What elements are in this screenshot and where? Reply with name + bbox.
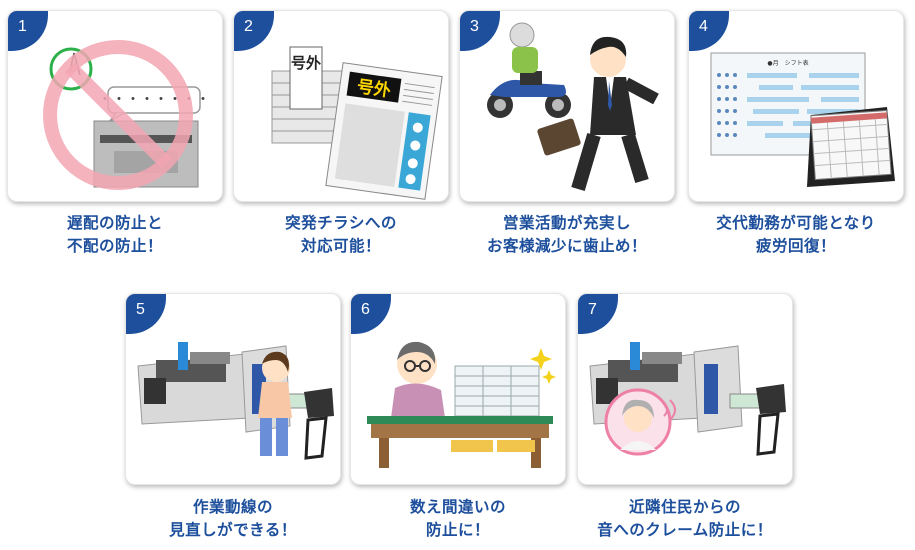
- caption-line: 防止に！: [425, 521, 490, 539]
- caption-line: 近隣住民からの: [628, 498, 741, 516]
- card-1: ・・・・・・・・ 1: [7, 10, 223, 202]
- card-2-caption: 突発チラシへの 対応可能！: [233, 212, 449, 258]
- caption-line: 営業活動が充実し: [502, 214, 631, 232]
- caption-line: お客様減少に歯止め！: [486, 237, 647, 255]
- card-5-caption: 作業動線の 見直しができる！: [125, 496, 341, 542]
- card-number-badge: 4: [689, 11, 729, 51]
- shift-calendar-icon: ●月 シフト表: [710, 52, 895, 187]
- caption-line: 交代勤務が可能となり: [716, 214, 876, 232]
- caption-line: 対応可能！: [300, 237, 381, 255]
- counted-paper-stacks-icon: [367, 341, 556, 468]
- card-2: 号外 号外 2: [233, 10, 449, 202]
- caption-line: 作業動線の: [192, 498, 273, 516]
- card-4-caption: 交代勤務が可能となり 疲労回復！: [688, 212, 904, 258]
- card-6: 6: [350, 293, 566, 485]
- card-7: 7: [577, 293, 793, 485]
- caption-line: 見直しができる！: [169, 521, 297, 539]
- inserting-machine-operator-icon: [137, 342, 334, 460]
- card-3: 3: [459, 10, 675, 202]
- paper-headline: 号外: [355, 76, 392, 102]
- card-3-caption: 営業活動が充実し お客様減少に歯止め！: [459, 212, 675, 258]
- caption-line: 疲労回復！: [755, 237, 836, 255]
- no-entry-mailbox-icon: ・・・・・・・・: [43, 40, 210, 190]
- caption-line: 遅配の防止と: [66, 214, 163, 232]
- caption-line: 突発チラシへの: [285, 214, 397, 232]
- caption-line: 数え間違いの: [409, 498, 506, 516]
- card-4: ●月 シフト表 4: [688, 10, 904, 202]
- paper-label-vertical: 号外: [291, 54, 321, 72]
- caption-line: 音へのクレーム防止に！: [597, 521, 773, 539]
- card-1-caption: 遅配の防止と 不配の防止！: [7, 212, 223, 258]
- card-7-caption: 近隣住民からの 音へのクレーム防止に！: [577, 496, 793, 542]
- caption-line: 不配の防止！: [66, 237, 163, 255]
- card-5: 5: [125, 293, 341, 485]
- shift-table-title: ●月 シフト表: [767, 59, 808, 67]
- salesman-and-motorbike-icon: [487, 22, 659, 191]
- card-6-caption: 数え間違いの 防止に！: [350, 496, 566, 542]
- quiet-machine-neighbor-icon: [589, 342, 786, 456]
- card-number-badge: 7: [578, 294, 618, 334]
- newspaper-extra-icon: 号外 号外: [271, 46, 443, 200]
